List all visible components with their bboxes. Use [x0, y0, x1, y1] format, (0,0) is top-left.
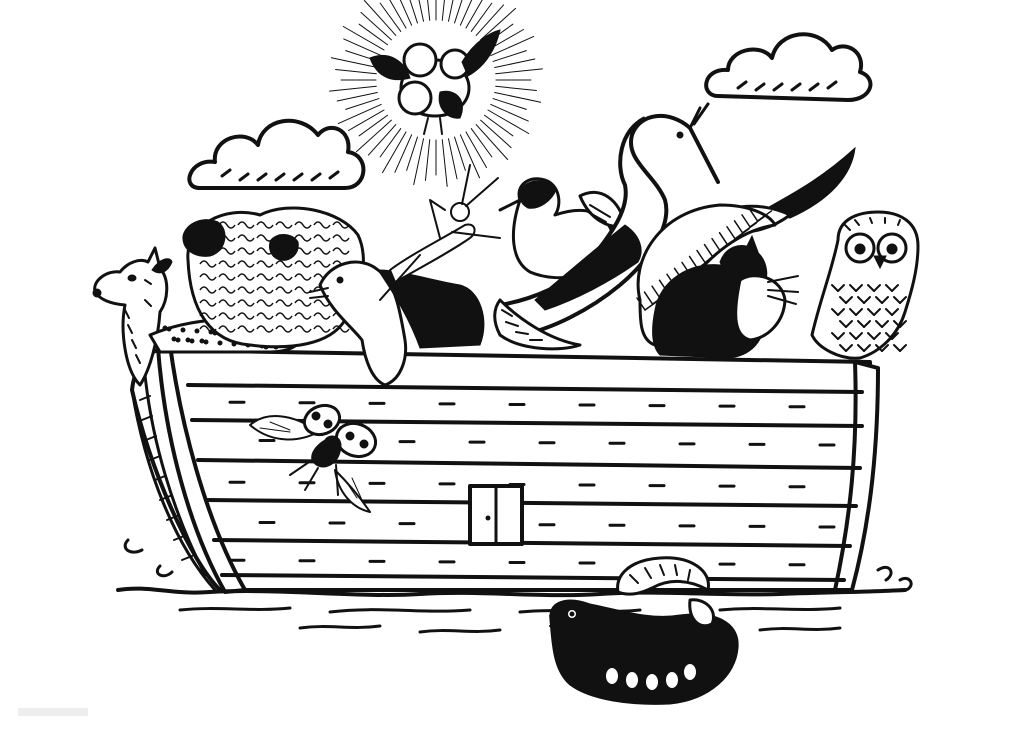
ark-door: [468, 484, 524, 546]
flying-bird: [369, 29, 501, 135]
ladybug: [249, 403, 378, 513]
water: [116, 538, 913, 634]
sun-rays: [329, 0, 543, 187]
cloud-left: [187, 118, 366, 190]
ferret: [309, 260, 485, 387]
gull: [498, 177, 627, 280]
squirrel: [636, 203, 799, 359]
watermark: [18, 708, 88, 716]
owl: [810, 210, 920, 360]
heron: [493, 102, 720, 351]
cloud-right: [704, 32, 873, 102]
grasshopper: [379, 164, 501, 301]
deer: [92, 246, 173, 387]
ark: [130, 343, 880, 594]
badger: [549, 556, 739, 705]
